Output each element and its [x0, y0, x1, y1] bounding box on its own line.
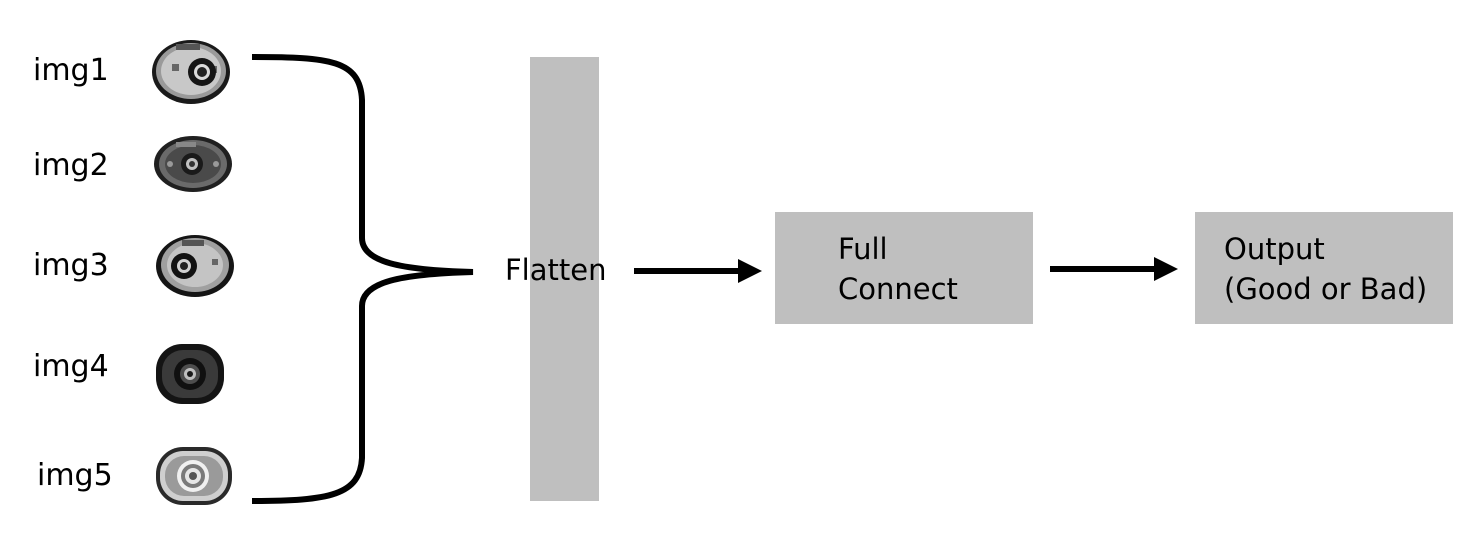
full-connect-box: Full Connect: [775, 212, 1033, 324]
part-thumbnail-img2: [154, 136, 232, 192]
input-label-img1: img1: [33, 53, 109, 88]
part-thumbnail-img5: [156, 447, 232, 505]
full-connect-label-line1: Full: [838, 232, 888, 266]
output-label-line2: (Good or Bad): [1224, 272, 1428, 306]
flatten-label: Flatten: [505, 253, 607, 287]
input-label-img4: img4: [33, 349, 109, 384]
flatten-layer-bar: [530, 57, 599, 501]
part-thumbnail-img3: [156, 235, 234, 297]
flatten-to-fc-arrowhead: [738, 259, 762, 283]
output-label-line1: Output: [1224, 232, 1325, 266]
full-connect-label-line2: Connect: [838, 272, 958, 306]
input-label-img2: img2: [33, 148, 109, 183]
part-thumbnail-img4: [156, 344, 224, 404]
fc-to-output-arrowhead: [1154, 257, 1178, 281]
input-merge-brace: [251, 54, 474, 504]
output-box: Output (Good or Bad): [1195, 212, 1453, 324]
input-label-img3: img3: [33, 248, 109, 283]
input-label-img5: img5: [37, 458, 113, 493]
part-thumbnail-img1: [152, 40, 230, 104]
